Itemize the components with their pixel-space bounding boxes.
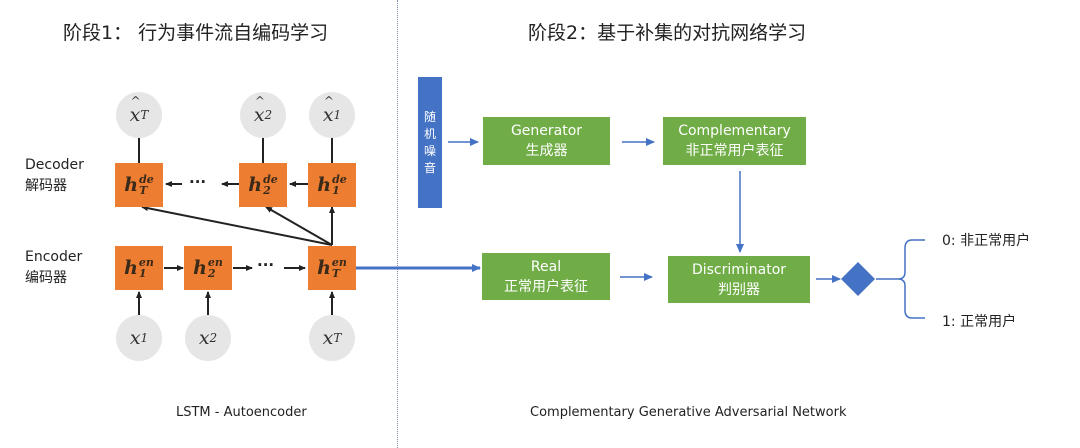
encoder-label-zh: 编码器 (25, 270, 67, 286)
stage2-title: 阶段2：基于补集的对抗网络学习 (528, 22, 807, 44)
decision-diamond (841, 262, 875, 296)
output-label-abnormal: 0: 非正常用户 (942, 233, 1031, 249)
decoder-label: Decoder 解码器 (25, 155, 84, 197)
output-node-T: xT (116, 92, 162, 138)
decoder-label-zh: 解码器 (25, 178, 67, 194)
stage-divider (397, 0, 398, 448)
stage2-caption: Complementary Generative Adversarial Net… (530, 405, 847, 420)
encoder-label: Encoder 编码器 (25, 247, 82, 289)
arrow-enc-T-dec-T (141, 205, 333, 246)
stage1-title: 阶段1： 行为事件流自编码学习 (63, 22, 329, 44)
encoder-label-en: Encoder (25, 249, 83, 265)
decoder-label-en: Decoder (25, 157, 84, 173)
decoder-ellipsis: ··· (189, 173, 207, 191)
output-node-1: x1 (309, 92, 355, 138)
output-label-normal: 1: 正常用户 (942, 314, 1017, 330)
stage1-caption: LSTM - Autoencoder (176, 405, 307, 420)
arrow-enc-T-dec-2 (265, 206, 333, 246)
encoder-ellipsis: ··· (257, 256, 275, 274)
output-brace (876, 239, 925, 319)
output-node-2: x2 (240, 92, 286, 138)
random-noise-block: 随 机 噪 音 (418, 77, 442, 208)
